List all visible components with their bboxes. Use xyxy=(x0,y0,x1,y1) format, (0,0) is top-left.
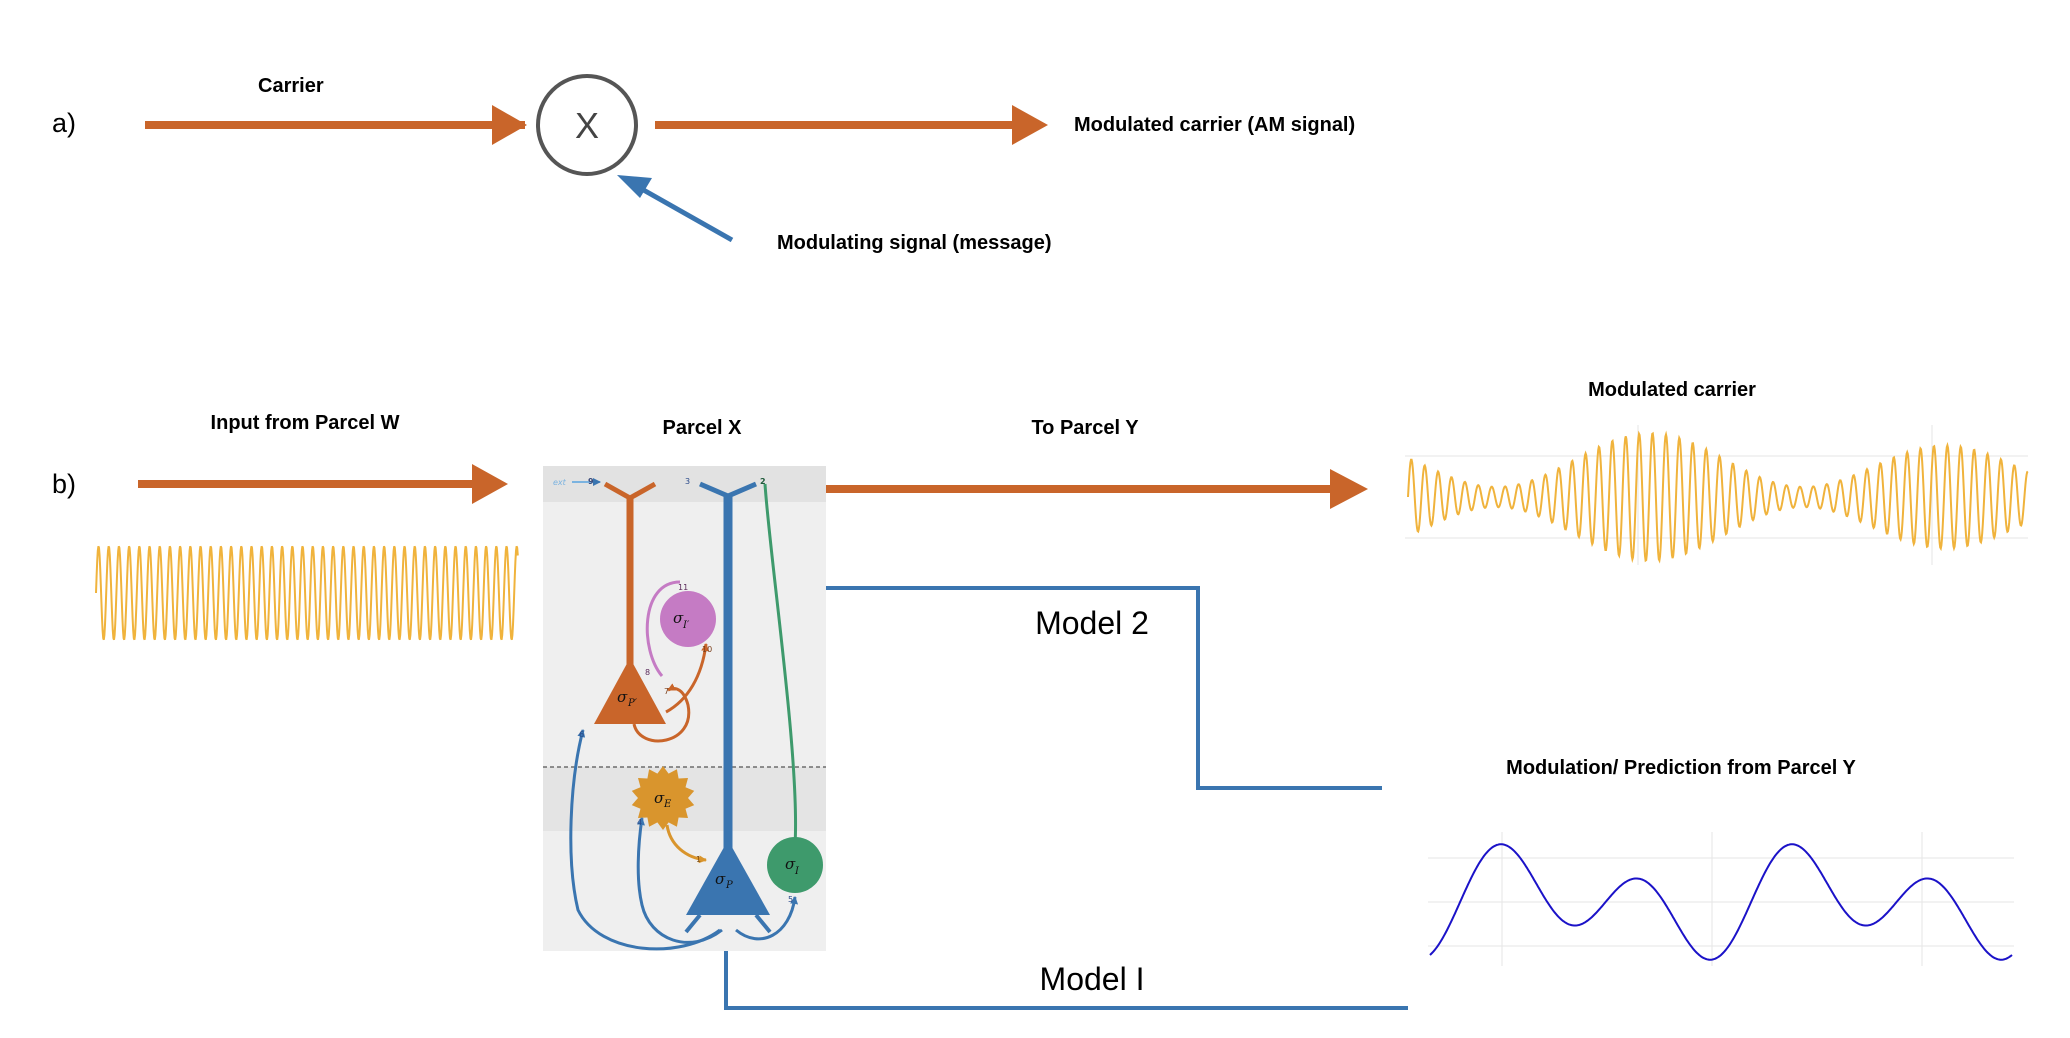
p-to-e-loop xyxy=(636,817,723,944)
e-node xyxy=(631,766,695,830)
num-9: 9 xyxy=(588,477,594,486)
model2-feedback-line xyxy=(722,586,1382,790)
panel-a-label: a) xyxy=(52,108,76,138)
i-to-apical xyxy=(763,483,798,846)
input-carrier-wave xyxy=(95,545,519,641)
to-parcel-y-label: To Parcel Y xyxy=(1031,417,1139,439)
sigma-p-prime-sub: P′ xyxy=(627,698,638,709)
p-prime-soma xyxy=(594,658,666,724)
p-prime-recurrent xyxy=(632,683,691,743)
output-arrowhead xyxy=(1012,105,1048,145)
am-signal-wave xyxy=(1407,430,2029,564)
to-parcel-y-arrowhead xyxy=(1330,469,1368,509)
sigma-p-prime: σ xyxy=(617,688,628,706)
i-prime-node xyxy=(660,591,716,647)
prediction-grid xyxy=(1428,832,2014,966)
p-basal-dendrites xyxy=(684,913,772,934)
prediction-wave xyxy=(1429,843,2013,961)
num-2: 2 xyxy=(760,477,766,486)
p-soma xyxy=(686,840,770,915)
modulating-arrow xyxy=(638,185,734,243)
p-prime-to-i-prime xyxy=(665,643,710,714)
i-prime-feedback xyxy=(645,580,681,677)
modulating-label: Modulating signal (message) xyxy=(777,232,1051,254)
num-8: 8 xyxy=(645,668,650,677)
num-11: 11 xyxy=(678,583,688,592)
parcel-x-label: Parcel X xyxy=(663,417,743,439)
num-10: 10 xyxy=(702,645,712,654)
p-to-i-loop xyxy=(735,896,799,941)
modulating-arrowhead xyxy=(617,175,652,198)
sigma-i-prime: σ xyxy=(673,609,684,627)
num-3: 3 xyxy=(685,477,690,486)
multiplier-symbol: X xyxy=(575,105,599,146)
prediction-label: Modulation/ Prediction from Parcel Y xyxy=(1506,757,1856,779)
i-node xyxy=(767,837,823,893)
multiplier-node xyxy=(536,74,638,176)
model1-label: Model I xyxy=(1040,961,1145,997)
num-6: 6 xyxy=(579,730,584,739)
input-arrowhead xyxy=(472,464,508,504)
e-to-p xyxy=(665,824,707,864)
num-4: 4 xyxy=(637,818,642,827)
cortical-column: ext 9 σ P′ 7 10 σ I′ 11 8 3 σ P 2 σ I xyxy=(543,466,826,951)
input-label: Input from Parcel W xyxy=(211,412,400,434)
p-to-p-prime-loop xyxy=(569,729,721,951)
layer1-band xyxy=(543,466,826,502)
output-label: Modulated carrier (AM signal) xyxy=(1074,114,1355,136)
sigma-i: σ xyxy=(785,855,796,873)
sigma-p: σ xyxy=(715,870,726,888)
carrier-arrowhead xyxy=(492,105,527,145)
modulated-carrier-label: Modulated carrier xyxy=(1588,379,1756,401)
model2-label: Model 2 xyxy=(1035,605,1149,641)
num-1: 1 xyxy=(696,855,701,864)
sigma-i-sub: I xyxy=(794,866,800,877)
am-signal-grid xyxy=(1405,425,2028,565)
carrier-label: Carrier xyxy=(258,75,324,97)
sigma-i-prime-sub: I′ xyxy=(682,620,690,631)
num-7: 7 xyxy=(664,687,669,696)
sigma-e: σ xyxy=(654,789,665,807)
sigma-e-sub: E xyxy=(663,799,672,810)
sigma-p-sub: P xyxy=(725,880,733,891)
ext-label: ext xyxy=(553,478,567,487)
num-5: 5 xyxy=(788,895,793,904)
panel-b-label: b) xyxy=(52,469,76,499)
